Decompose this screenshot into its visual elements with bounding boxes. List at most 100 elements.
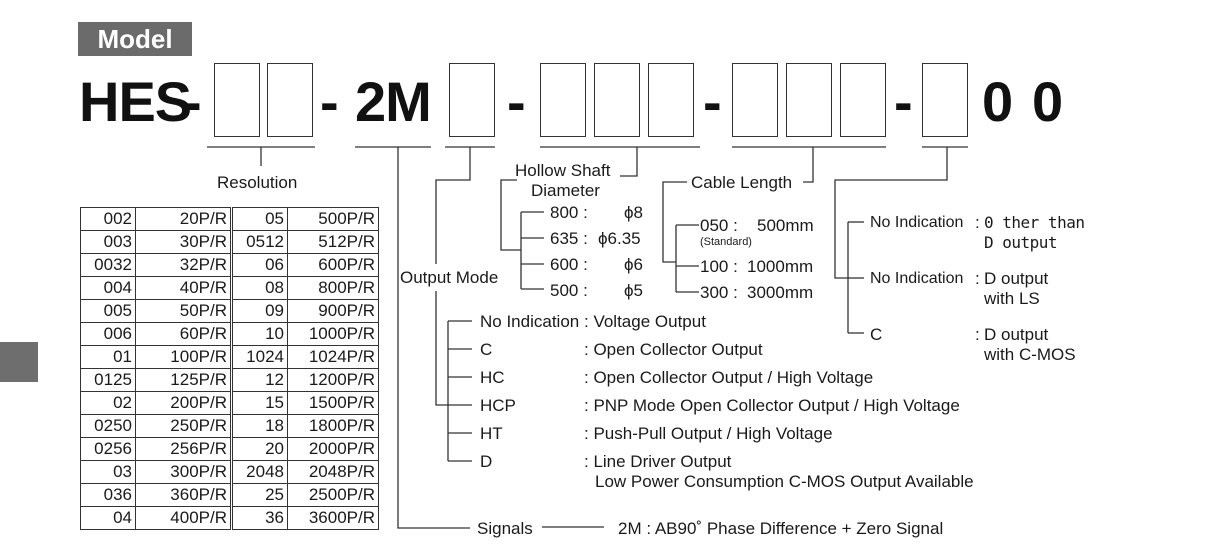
resolution-value-a: 200P/R (135, 391, 232, 415)
cable-value-1: 500mm (757, 216, 814, 235)
resolution-code-a: 04 (80, 506, 136, 530)
resolution-code-a: 0250 (80, 414, 136, 438)
resolution-value-a: 50P/R (135, 299, 232, 323)
indication-line1-3: D output (984, 325, 1049, 344)
resolution-value-b: 512P/R (287, 230, 379, 254)
resolution-code-b: 36 (230, 506, 288, 530)
indication-line2-1: D output (984, 233, 1058, 252)
resolution-code-b: 05 (230, 207, 288, 231)
resolution-value-b: 1000P/R (287, 322, 379, 346)
hollow-shaft-title-2: Diameter (531, 181, 600, 200)
code-suffix-1: 0 (982, 70, 1013, 133)
resolution-code-b: 25 (230, 483, 288, 507)
resolution-code-b: 09 (230, 299, 288, 323)
shaft-value-2: ϕ6.35 (598, 229, 641, 248)
indication-colon-1: : (975, 213, 980, 232)
indication-line2-3: with C-MOS (984, 345, 1076, 364)
output-mode-code-2: C (480, 340, 493, 359)
indication-code-1: No Indication (870, 214, 964, 231)
resolution-value-a: 30P/R (135, 230, 232, 254)
cable-code-3: 300 : (700, 283, 738, 302)
output-mode-title: Output Mode (400, 268, 499, 287)
resolution-code-a: 003 (80, 230, 136, 254)
code-box-indication (922, 63, 968, 137)
output-mode-desc-2: : Open Collector Output (584, 340, 763, 359)
resolution-value-a: 256P/R (135, 437, 232, 461)
code-dash-3: - (507, 70, 526, 133)
code-box-output-mode (449, 63, 495, 137)
output-mode-desc-3: : Open Collector Output / High Voltage (584, 368, 874, 387)
indication-code-3: C (870, 325, 883, 344)
output-mode-code-4: HCP (480, 396, 516, 415)
resolution-value-b: 600P/R (287, 253, 379, 277)
cable-code-2: 100 : (700, 257, 738, 276)
code-dash-4: - (703, 70, 722, 133)
indication-code-2: No Indication (870, 270, 964, 287)
shaft-value-1: ϕ8 (624, 203, 643, 222)
resolution-value-b: 900P/R (287, 299, 379, 323)
code-box-cable-1 (732, 63, 778, 137)
code-box-resolution-1 (214, 63, 260, 137)
resolution-code-a: 02 (80, 391, 136, 415)
code-dash-1: - (183, 70, 202, 133)
resolution-value-b: 3600P/R (287, 506, 379, 530)
output-mode-desc-5: : Push-Pull Output / High Voltage (584, 424, 833, 443)
shaft-value-4: ϕ5 (624, 281, 643, 300)
resolution-value-b: 800P/R (287, 276, 379, 300)
resolution-value-a: 360P/R (135, 483, 232, 507)
cable-value-2: 1000mm (747, 257, 814, 276)
resolution-code-a: 0125 (80, 368, 136, 392)
signals-title: Signals (477, 519, 533, 538)
resolution-code-b: 12 (230, 368, 288, 392)
code-box-cable-3 (840, 63, 886, 137)
resolution-value-b: 500P/R (287, 207, 379, 231)
resolution-value-b: 2048P/R (287, 460, 379, 484)
resolution-code-b: 15 (230, 391, 288, 415)
output-mode-code-5: HT (480, 424, 503, 443)
shaft-code-3: 600 : (550, 255, 588, 274)
resolution-code-a: 01 (80, 345, 136, 369)
resolution-code-a: 004 (80, 276, 136, 300)
cable-length-title: Cable Length (691, 173, 793, 192)
shaft-code-4: 500 : (550, 281, 588, 300)
resolution-code-b: 10 (230, 322, 288, 346)
resolution-value-b: 1200P/R (287, 368, 379, 392)
code-dash-5: - (894, 70, 913, 133)
output-mode-code-6: D (480, 452, 493, 471)
code-prefix: HES (79, 70, 192, 133)
resolution-value-a: 300P/R (135, 460, 232, 484)
code-signal: 2M (355, 70, 432, 133)
output-mode-desc-4: : PNP Mode Open Collector Output / High … (584, 396, 960, 415)
indication-colon-3: : (975, 325, 980, 344)
resolution-code-a: 006 (80, 322, 136, 346)
resolution-value-a: 250P/R (135, 414, 232, 438)
section-label: Model (78, 22, 192, 56)
resolution-value-b: 1500P/R (287, 391, 379, 415)
resolution-code-b: 18 (230, 414, 288, 438)
resolution-value-a: 20P/R (135, 207, 232, 231)
output-mode-note: Low Power Consumption C-MOS Output Avail… (595, 472, 974, 491)
resolution-code-a: 005 (80, 299, 136, 323)
output-mode-desc-6: : Line Driver Output (584, 452, 732, 471)
code-box-resolution-2 (267, 63, 313, 137)
resolution-title: Resolution (217, 173, 298, 192)
code-box-cable-2 (786, 63, 832, 137)
resolution-value-b: 2000P/R (287, 437, 379, 461)
resolution-value-a: 125P/R (135, 368, 232, 392)
output-mode-desc-1: : Voltage Output (584, 312, 706, 331)
indication-line1-2: D output (984, 269, 1049, 288)
resolution-value-a: 60P/R (135, 322, 232, 346)
resolution-value-b: 2500P/R (287, 483, 379, 507)
page-side-tab (0, 342, 38, 382)
code-box-shaft-2 (594, 63, 640, 137)
resolution-code-a: 036 (80, 483, 136, 507)
resolution-value-a: 40P/R (135, 276, 232, 300)
